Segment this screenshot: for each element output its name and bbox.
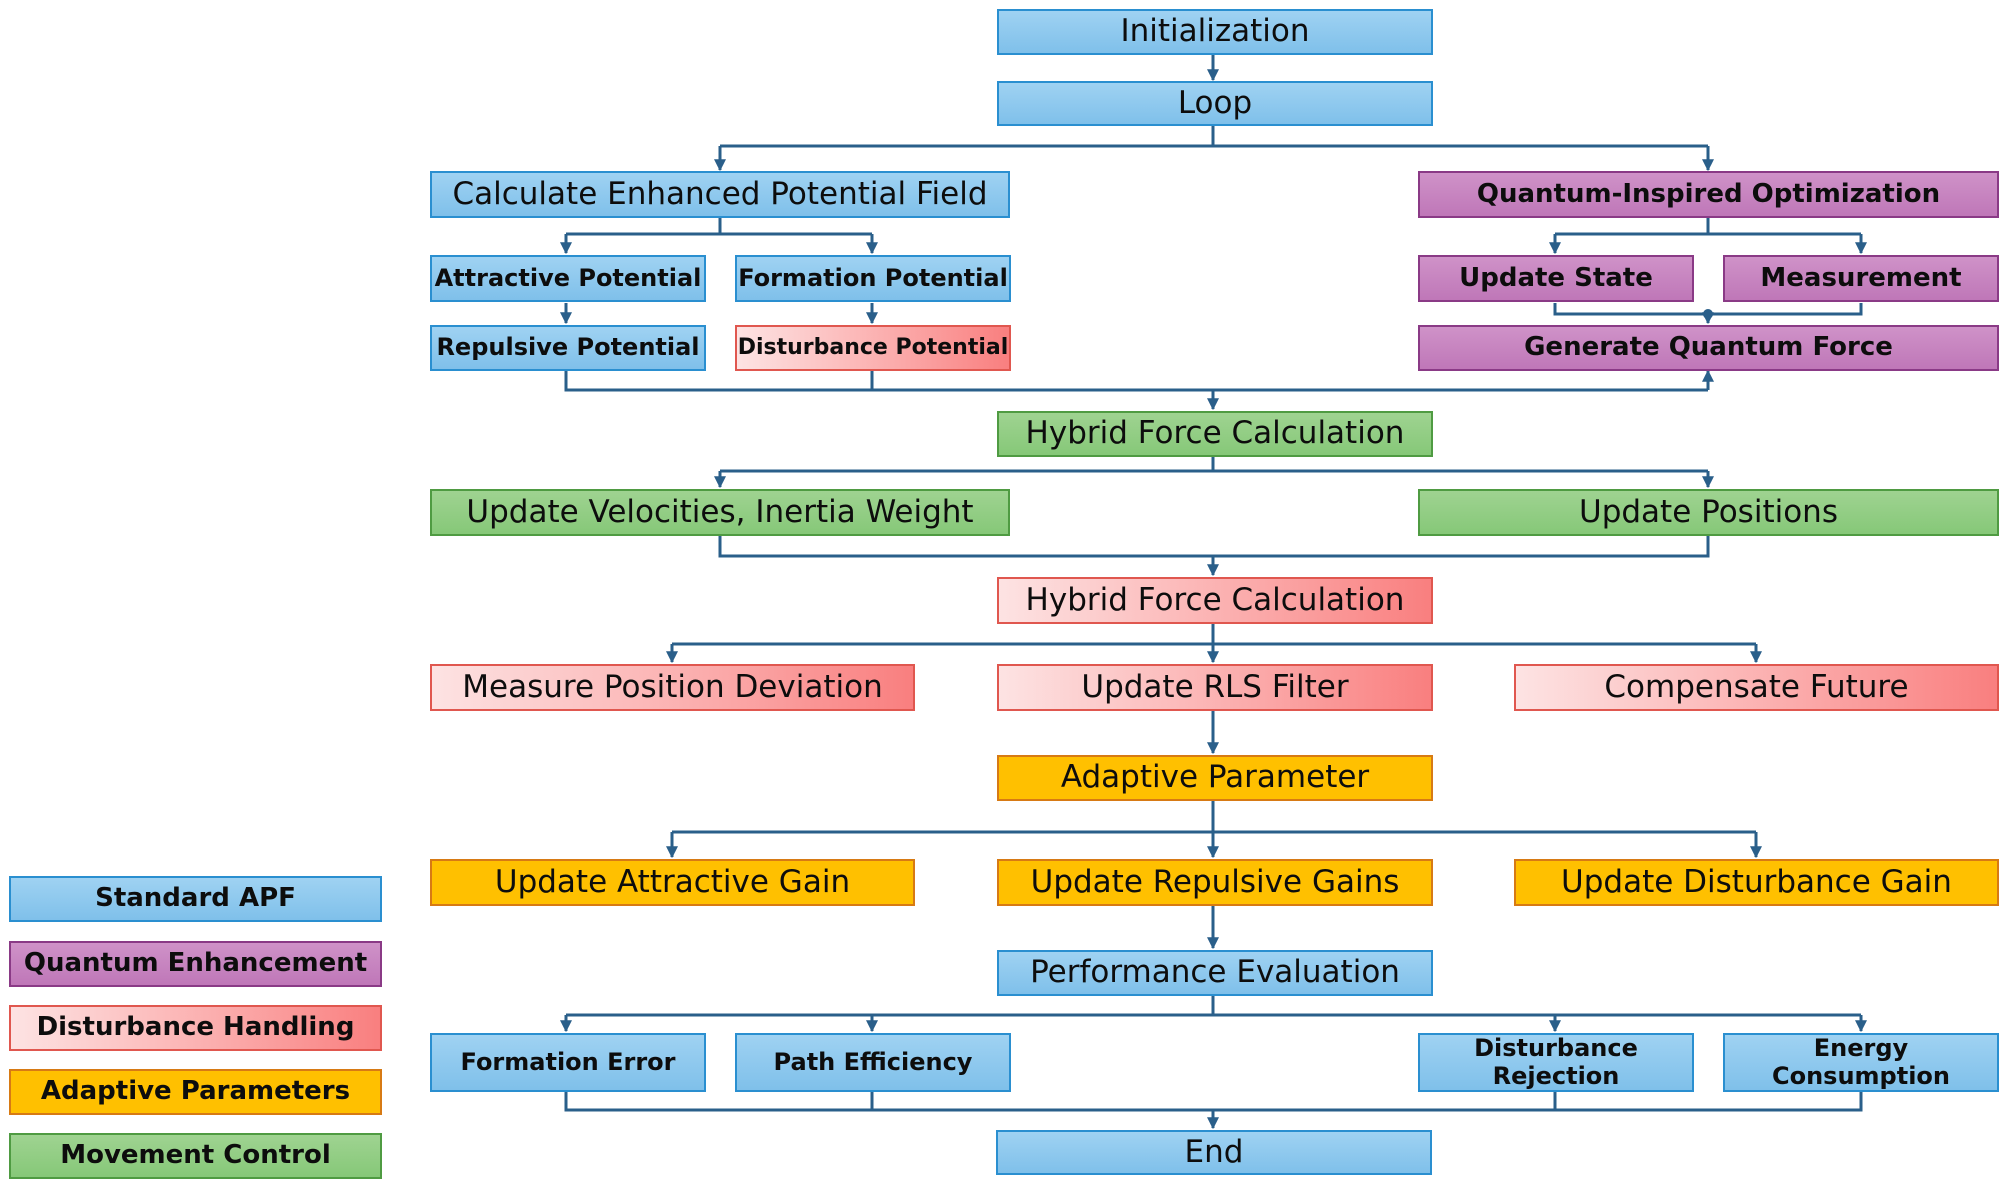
node-hybrid-force-calculation-2: Hybrid Force Calculation bbox=[997, 577, 1433, 624]
legend-standard-apf: Standard APF bbox=[9, 876, 382, 922]
node-update-state: Update State bbox=[1418, 255, 1694, 302]
node-hybrid-force-calculation-2-label: Hybrid Force Calculation bbox=[1025, 581, 1405, 618]
node-update-rls-filter-label: Update RLS Filter bbox=[1081, 668, 1349, 705]
node-update-rls-filter: Update RLS Filter bbox=[997, 664, 1433, 711]
node-initialization-label: Initialization bbox=[1120, 13, 1310, 50]
node-energy-consumption-label-line1: Energy bbox=[1813, 1033, 1909, 1062]
node-generate-quantum-force: Generate Quantum Force bbox=[1418, 325, 1999, 371]
node-generate-quantum-force-label: Generate Quantum Force bbox=[1524, 332, 1893, 363]
node-disturbance-rejection-label-line2: Rejection bbox=[1492, 1061, 1620, 1090]
node-quantum-inspired-optimization-label: Quantum-Inspired Optimization bbox=[1476, 178, 1941, 209]
legend-movement-control: Movement Control bbox=[9, 1133, 382, 1179]
node-disturbance-potential-label: Disturbance Potential bbox=[737, 335, 1009, 361]
node-performance-evaluation-label: Performance Evaluation bbox=[1030, 954, 1400, 991]
node-attractive-potential: Attractive Potential bbox=[430, 255, 706, 302]
node-hybrid-force-calculation-1-label: Hybrid Force Calculation bbox=[1025, 415, 1405, 452]
node-formation-potential: Formation Potential bbox=[735, 255, 1011, 302]
node-update-velocities-label: Update Velocities, Inertia Weight bbox=[466, 493, 974, 530]
node-update-positions: Update Positions bbox=[1418, 489, 1999, 536]
node-update-disturbance-gain: Update Disturbance Gain bbox=[1514, 859, 1999, 906]
legend-movement-control-label: Movement Control bbox=[60, 1140, 331, 1171]
node-formation-error-label: Formation Error bbox=[460, 1047, 676, 1076]
node-energy-consumption: Energy Consumption bbox=[1723, 1033, 1999, 1092]
legend-adaptive-parameters-label: Adaptive Parameters bbox=[40, 1076, 351, 1107]
node-update-positions-label: Update Positions bbox=[1579, 493, 1838, 530]
legend-adaptive-parameters: Adaptive Parameters bbox=[9, 1069, 382, 1115]
node-update-attractive-gain: Update Attractive Gain bbox=[430, 859, 915, 906]
legend-disturbance-handling-label: Disturbance Handling bbox=[36, 1012, 355, 1043]
node-calculate-enhanced-potential-field-label: Calculate Enhanced Potential Field bbox=[452, 175, 988, 212]
node-initialization: Initialization bbox=[997, 9, 1433, 55]
node-measure-position-deviation-label: Measure Position Deviation bbox=[462, 668, 883, 705]
node-loop: Loop bbox=[997, 81, 1433, 126]
node-measure-position-deviation: Measure Position Deviation bbox=[430, 664, 915, 711]
node-repulsive-potential: Repulsive Potential bbox=[430, 325, 706, 371]
node-hybrid-force-calculation-1: Hybrid Force Calculation bbox=[997, 411, 1433, 457]
node-update-state-label: Update State bbox=[1459, 262, 1653, 293]
node-adaptive-parameter-label: Adaptive Parameter bbox=[1060, 759, 1370, 796]
node-update-velocities: Update Velocities, Inertia Weight bbox=[430, 489, 1010, 536]
node-loop-label: Loop bbox=[1177, 84, 1253, 121]
node-formation-error: Formation Error bbox=[430, 1033, 706, 1092]
node-update-attractive-gain-label: Update Attractive Gain bbox=[494, 863, 851, 900]
node-measurement: Measurement bbox=[1723, 255, 1999, 302]
node-quantum-inspired-optimization: Quantum-Inspired Optimization bbox=[1418, 171, 1999, 218]
node-compensate-future: Compensate Future bbox=[1514, 664, 1999, 711]
node-path-efficiency: Path Efficiency bbox=[735, 1033, 1011, 1092]
node-disturbance-rejection: Disturbance Rejection bbox=[1418, 1033, 1694, 1092]
node-update-repulsive-gains: Update Repulsive Gains bbox=[997, 859, 1433, 906]
legend-disturbance-handling: Disturbance Handling bbox=[9, 1005, 382, 1051]
node-end: End bbox=[996, 1130, 1432, 1175]
node-disturbance-rejection-label-line1: Disturbance bbox=[1474, 1033, 1638, 1062]
node-compensate-future-label: Compensate Future bbox=[1604, 668, 1909, 705]
legend-quantum-enhancement-label: Quantum Enhancement bbox=[23, 948, 368, 979]
merge-junction bbox=[1703, 309, 1713, 319]
node-attractive-potential-label: Attractive Potential bbox=[434, 263, 702, 292]
legend-standard-apf-label: Standard APF bbox=[95, 883, 296, 914]
node-measurement-label: Measurement bbox=[1760, 262, 1962, 293]
node-end-label: End bbox=[1184, 1133, 1244, 1170]
node-disturbance-potential: Disturbance Potential bbox=[735, 325, 1011, 371]
legend-quantum-enhancement: Quantum Enhancement bbox=[9, 941, 382, 987]
node-calculate-enhanced-potential-field: Calculate Enhanced Potential Field bbox=[430, 171, 1010, 218]
node-repulsive-potential-label: Repulsive Potential bbox=[436, 333, 700, 362]
node-update-disturbance-gain-label: Update Disturbance Gain bbox=[1561, 863, 1952, 900]
node-formation-potential-label: Formation Potential bbox=[738, 263, 1008, 292]
node-performance-evaluation: Performance Evaluation bbox=[997, 950, 1433, 996]
node-energy-consumption-label-line2: Consumption bbox=[1771, 1061, 1951, 1090]
node-adaptive-parameter: Adaptive Parameter bbox=[997, 755, 1433, 801]
node-path-efficiency-label: Path Efficiency bbox=[773, 1047, 973, 1076]
node-update-repulsive-gains-label: Update Repulsive Gains bbox=[1030, 863, 1400, 900]
